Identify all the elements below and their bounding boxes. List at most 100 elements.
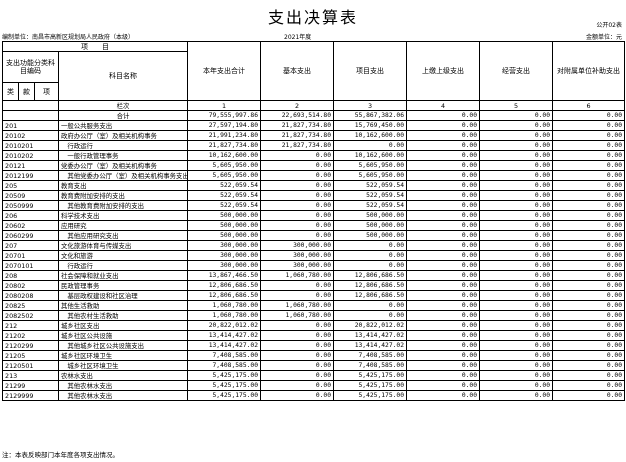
row-value: 0.00 [260, 150, 334, 161]
row-value: 522,059.54 [187, 180, 261, 191]
row-value: 0.00 [406, 120, 480, 131]
page-title: 支出决算表 [267, 8, 358, 27]
row-value: 21,827,734.80 [260, 130, 334, 141]
header-col-6: 对附属单位补助支出 [552, 41, 625, 101]
row-value: 12,806,686.50 [187, 280, 261, 291]
year-label: 2021年度 [284, 34, 312, 41]
row-subject-name: 其他农村生活救助 [58, 310, 188, 321]
row-value: 500,000.00 [333, 210, 407, 221]
row-value: 0.00 [552, 310, 625, 321]
row-code: 20102 [2, 130, 59, 141]
row-code: 2012199 [2, 170, 59, 181]
row-value: 0.00 [479, 180, 553, 191]
row-value: 0.00 [552, 290, 625, 301]
total-value: 55,867,382.06 [333, 110, 407, 121]
row-value: 1,060,780.00 [187, 310, 261, 321]
row-value: 0.00 [479, 300, 553, 311]
unit-label: 金额单位：元 [585, 34, 622, 41]
row-value: 1,060,780.00 [187, 300, 261, 311]
row-value: 0.00 [406, 300, 480, 311]
row-value: 5,425,175.00 [187, 370, 261, 381]
row-code: 2010201 [2, 140, 59, 151]
row-value: 300,000.00 [187, 240, 261, 251]
row-code: 2129999 [2, 390, 59, 401]
total-label: 合计 [58, 110, 188, 121]
total-value: 22,693,514.80 [260, 110, 334, 121]
row-value: 0.00 [552, 180, 625, 191]
row-value: 0.00 [479, 170, 553, 181]
row-value: 0.00 [406, 260, 480, 271]
row-value: 7,408,585.00 [333, 360, 407, 371]
row-value: 12,806,686.50 [333, 290, 407, 301]
row-value: 0.00 [552, 250, 625, 261]
row-value: 0.00 [552, 210, 625, 221]
row-value: 0.00 [479, 270, 553, 281]
row-value: 0.00 [406, 160, 480, 171]
row-value: 0.00 [479, 330, 553, 341]
row-value: 0.00 [479, 370, 553, 381]
total-value: 0.00 [479, 110, 553, 121]
row-value: 0.00 [552, 340, 625, 351]
row-value: 0.00 [479, 150, 553, 161]
row-code: 20825 [2, 300, 59, 311]
row-value: 0.00 [260, 220, 334, 231]
row-value: 13,414,427.02 [333, 340, 407, 351]
col-number: 3 [333, 100, 407, 111]
row-value: 0.00 [260, 230, 334, 241]
table-number: 公开02表 [596, 22, 622, 29]
row-value: 0.00 [406, 270, 480, 281]
col-number: 5 [479, 100, 553, 111]
row-value: 0.00 [552, 380, 625, 391]
row-subject-name: 一般行政管理事务 [58, 150, 188, 161]
row-value: 0.00 [406, 250, 480, 261]
total-value: 0.00 [406, 110, 480, 121]
row-value: 522,059.54 [333, 200, 407, 211]
row-value: 0.00 [479, 250, 553, 261]
row-code: 212 [2, 320, 59, 331]
row-value: 0.00 [260, 390, 334, 401]
row-subject-name: 城乡社区公共设施 [58, 330, 188, 341]
row-value: 0.00 [552, 390, 625, 401]
row-value: 5,425,175.00 [333, 390, 407, 401]
row-value: 0.00 [260, 180, 334, 191]
row-value: 0.00 [552, 280, 625, 291]
row-value: 21,991,234.80 [187, 130, 261, 141]
row-code: 208 [2, 270, 59, 281]
row-value: 0.00 [260, 320, 334, 331]
row-value: 0.00 [406, 180, 480, 191]
col-number: 4 [406, 100, 480, 111]
row-value: 0.00 [260, 340, 334, 351]
row-subject-name: 科学技术支出 [58, 210, 188, 221]
row-value: 0.00 [260, 380, 334, 391]
row-value: 0.00 [479, 120, 553, 131]
row-subject-name: 文化和旅游 [58, 250, 188, 261]
row-value: 0.00 [406, 280, 480, 291]
row-value: 5,425,175.00 [333, 380, 407, 391]
row-value: 13,414,427.02 [187, 330, 261, 341]
row-value: 0.00 [406, 390, 480, 401]
total-value: 0.00 [552, 110, 625, 121]
row-value: 0.00 [479, 280, 553, 291]
row-value: 0.00 [479, 130, 553, 141]
row-value: 5,605,950.00 [333, 160, 407, 171]
header-col-2: 基本支出 [260, 41, 334, 101]
row-value: 0.00 [260, 370, 334, 381]
row-subject-name: 其他生活救助 [58, 300, 188, 311]
row-value: 0.00 [333, 310, 407, 321]
row-subject-name: 其他农林水支出 [58, 390, 188, 401]
row-value: 0.00 [479, 160, 553, 171]
row-value: 0.00 [406, 210, 480, 221]
row-value: 5,425,175.00 [333, 370, 407, 381]
row-value: 1,060,780.00 [260, 310, 334, 321]
